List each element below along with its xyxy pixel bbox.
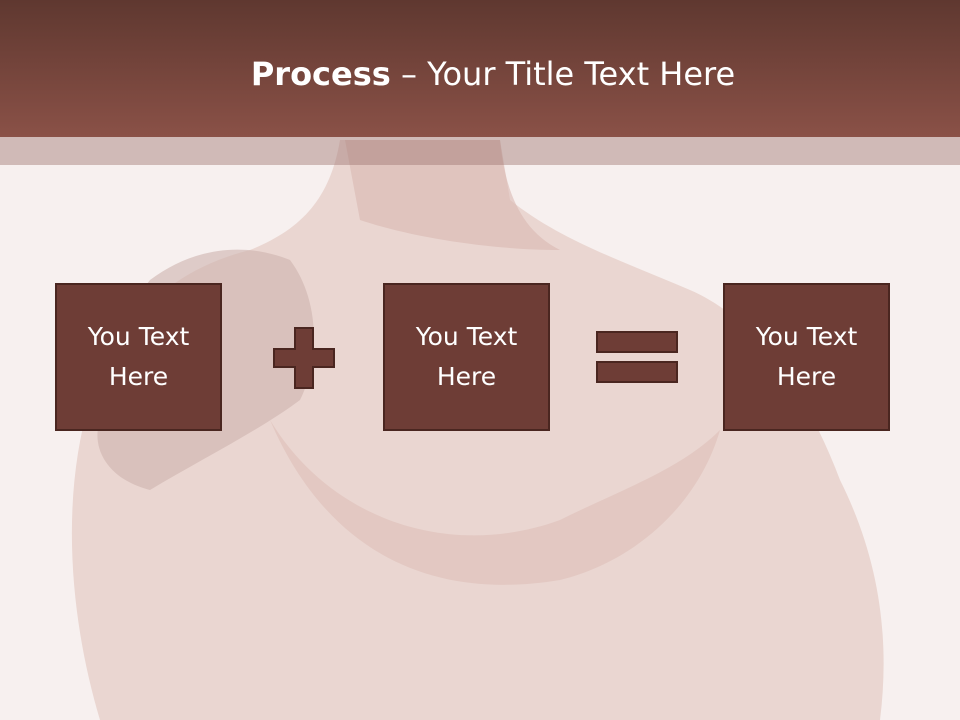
title-bold: Process [250,55,391,93]
title-accent-strip [0,137,960,165]
equals-icon [596,331,678,383]
process-box-1-text: You Text Here [87,322,190,391]
chest-shadow [270,420,720,585]
process-box-2-text: You Text Here [415,322,518,391]
process-box-3-text: You Text Here [755,322,858,391]
title-bar [0,0,960,137]
plus-icon [273,327,335,389]
slide-title: Process – Your Title Text Here [0,52,960,96]
process-box-2[interactable]: You Text Here [383,283,550,431]
neck-shadow [345,140,560,250]
process-box-1[interactable]: You Text Here [55,283,222,431]
title-rest: – Your Title Text Here [390,55,736,93]
process-box-3[interactable]: You Text Here [723,283,890,431]
